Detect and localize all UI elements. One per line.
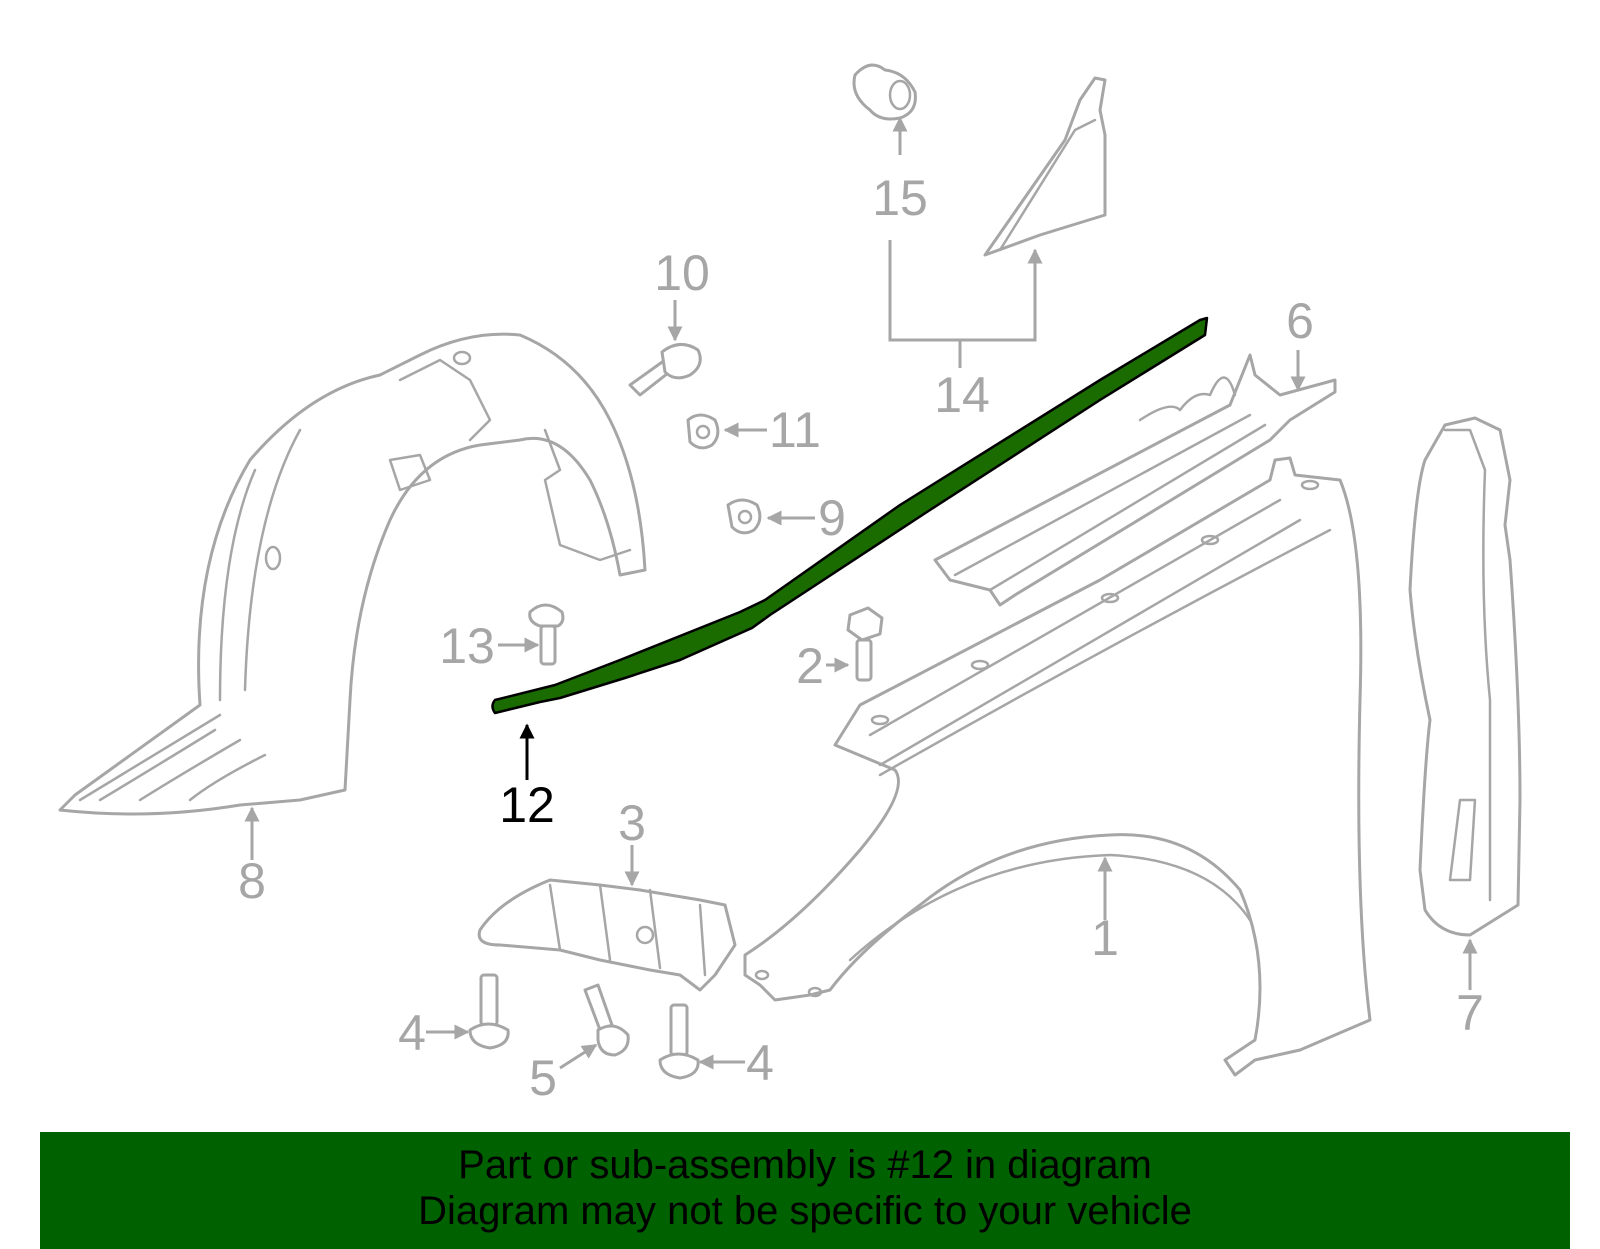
mirror-garnish-part-14 [983, 76, 1107, 257]
callout-11: 11 [769, 402, 821, 458]
side-trim-part-7 [1408, 416, 1522, 937]
info-banner: Part or sub-assembly is #12 in diagram D… [40, 1132, 1570, 1249]
bracket-part-3 [477, 878, 737, 992]
callout-6: 6 [1286, 293, 1314, 349]
callout-4-left: 4 [398, 1005, 426, 1061]
callout-8: 8 [238, 853, 266, 909]
callout-15: 15 [872, 170, 928, 226]
bolt-part-5 [583, 983, 630, 1057]
banner-line-disclaimer: Diagram may not be specific to your vehi… [418, 1189, 1192, 1233]
bolt-part-13 [528, 603, 565, 666]
callout-12: 12 [499, 777, 555, 833]
fender-part-1 [743, 456, 1372, 1077]
fender-seal-part-6 [933, 353, 1337, 607]
callout-14: 14 [934, 367, 990, 423]
callout-5: 5 [529, 1050, 557, 1106]
fender-liner-part-8 [58, 332, 647, 816]
molding-part-12 [491, 316, 1209, 715]
callout-10: 10 [654, 245, 710, 301]
bolt-part-4-right [658, 1003, 700, 1080]
bolt-part-10 [628, 343, 702, 397]
bolt-part-2 [846, 606, 884, 682]
callout-13: 13 [439, 618, 495, 674]
banner-line-part: Part or sub-assembly is #12 in diagram [458, 1143, 1152, 1187]
nut-part-9 [726, 498, 762, 535]
callout-1: 1 [1091, 910, 1119, 966]
callout-2: 2 [796, 638, 824, 694]
callout-labels: 1 2 3 4 5 4 6 7 8 9 10 11 12 13 14 15 [238, 170, 1484, 1106]
clip-part-15 [852, 63, 917, 121]
callout-9: 9 [818, 490, 846, 546]
leader-lines [244, 116, 1478, 1070]
callout-3: 3 [618, 795, 646, 851]
callout-4-right: 4 [746, 1035, 774, 1091]
callout-7: 7 [1456, 985, 1484, 1041]
bolt-part-4-left [468, 973, 510, 1050]
nut-part-11 [686, 413, 720, 450]
